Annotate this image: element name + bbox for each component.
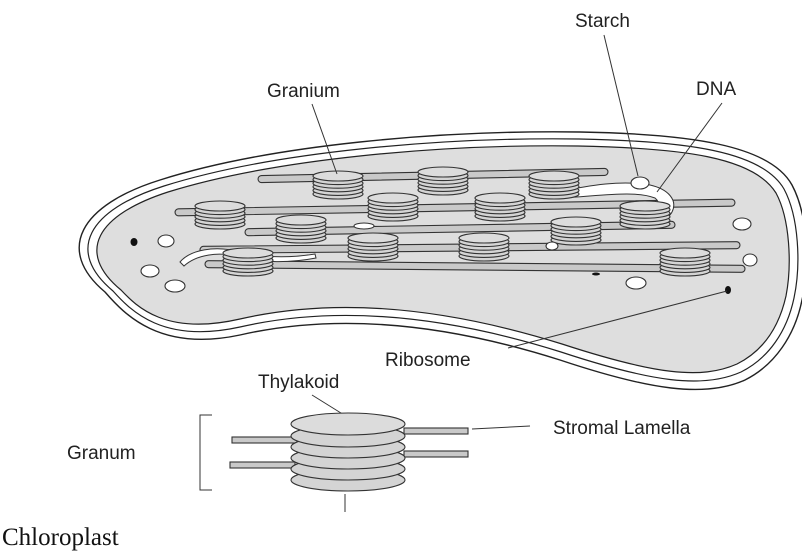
granum-lamella-right-bottom [404, 451, 468, 457]
granum-stack [348, 233, 398, 261]
label-ribosome: Ribosome [385, 350, 471, 371]
starch-granule [165, 280, 185, 292]
starch-granule [158, 235, 174, 247]
granum-lamella-left-bottom [230, 462, 295, 468]
thylakoid-disc [660, 248, 710, 258]
starch-granule [354, 223, 374, 229]
granum-stack [551, 217, 601, 245]
thylakoid-disc [620, 201, 670, 211]
label-granium: Granium [267, 81, 340, 102]
thylakoid-disc [276, 215, 326, 225]
label-starch: Starch [575, 11, 630, 32]
ribosome [131, 238, 138, 246]
granum-bracket [200, 415, 212, 490]
thylakoid-disc [348, 233, 398, 243]
granum-stack [195, 201, 245, 229]
granum-lamella-left-top [232, 437, 297, 443]
starch-granule [733, 218, 751, 230]
thylakoid-disc-top [291, 413, 405, 435]
starch-granule [631, 177, 649, 189]
thylakoid-disc [459, 233, 509, 243]
thylakoid-disc [368, 193, 418, 203]
stromal-lamella-leader [472, 426, 530, 429]
granum-stack [313, 171, 363, 199]
starch-granule [626, 277, 646, 289]
granum-stack [459, 233, 509, 261]
granum-detail [230, 413, 468, 491]
granum-lamella-right-top [404, 428, 468, 434]
thylakoid-disc [551, 217, 601, 227]
thylakoid-disc [223, 248, 273, 258]
thylakoid-disc [418, 167, 468, 177]
label-granum: Granum [67, 443, 136, 464]
granum-stack [620, 201, 670, 229]
caption-chloroplast: Chloroplast [2, 524, 119, 551]
granum-stack [660, 248, 710, 276]
granum-stack [418, 167, 468, 195]
label-thylakoid: Thylakoid [258, 372, 339, 393]
label-dna: DNA [696, 79, 736, 100]
granum-stack [529, 171, 579, 199]
ribosome [725, 286, 731, 294]
thylakoid-disc [313, 171, 363, 181]
starch-granule [141, 265, 159, 277]
granum-stack [276, 215, 326, 243]
label-stromal-lamella: Stromal Lamella [553, 418, 691, 439]
ribosome [592, 273, 600, 276]
thylakoid-disc [195, 201, 245, 211]
granum-stack [368, 193, 418, 221]
granum-stack [475, 193, 525, 221]
thylakoid-stack [291, 413, 405, 491]
starch-granule [546, 242, 558, 250]
granum-stack [223, 248, 273, 276]
thylakoid-disc [475, 193, 525, 203]
thylakoid-disc [529, 171, 579, 181]
starch-granule [743, 254, 757, 266]
